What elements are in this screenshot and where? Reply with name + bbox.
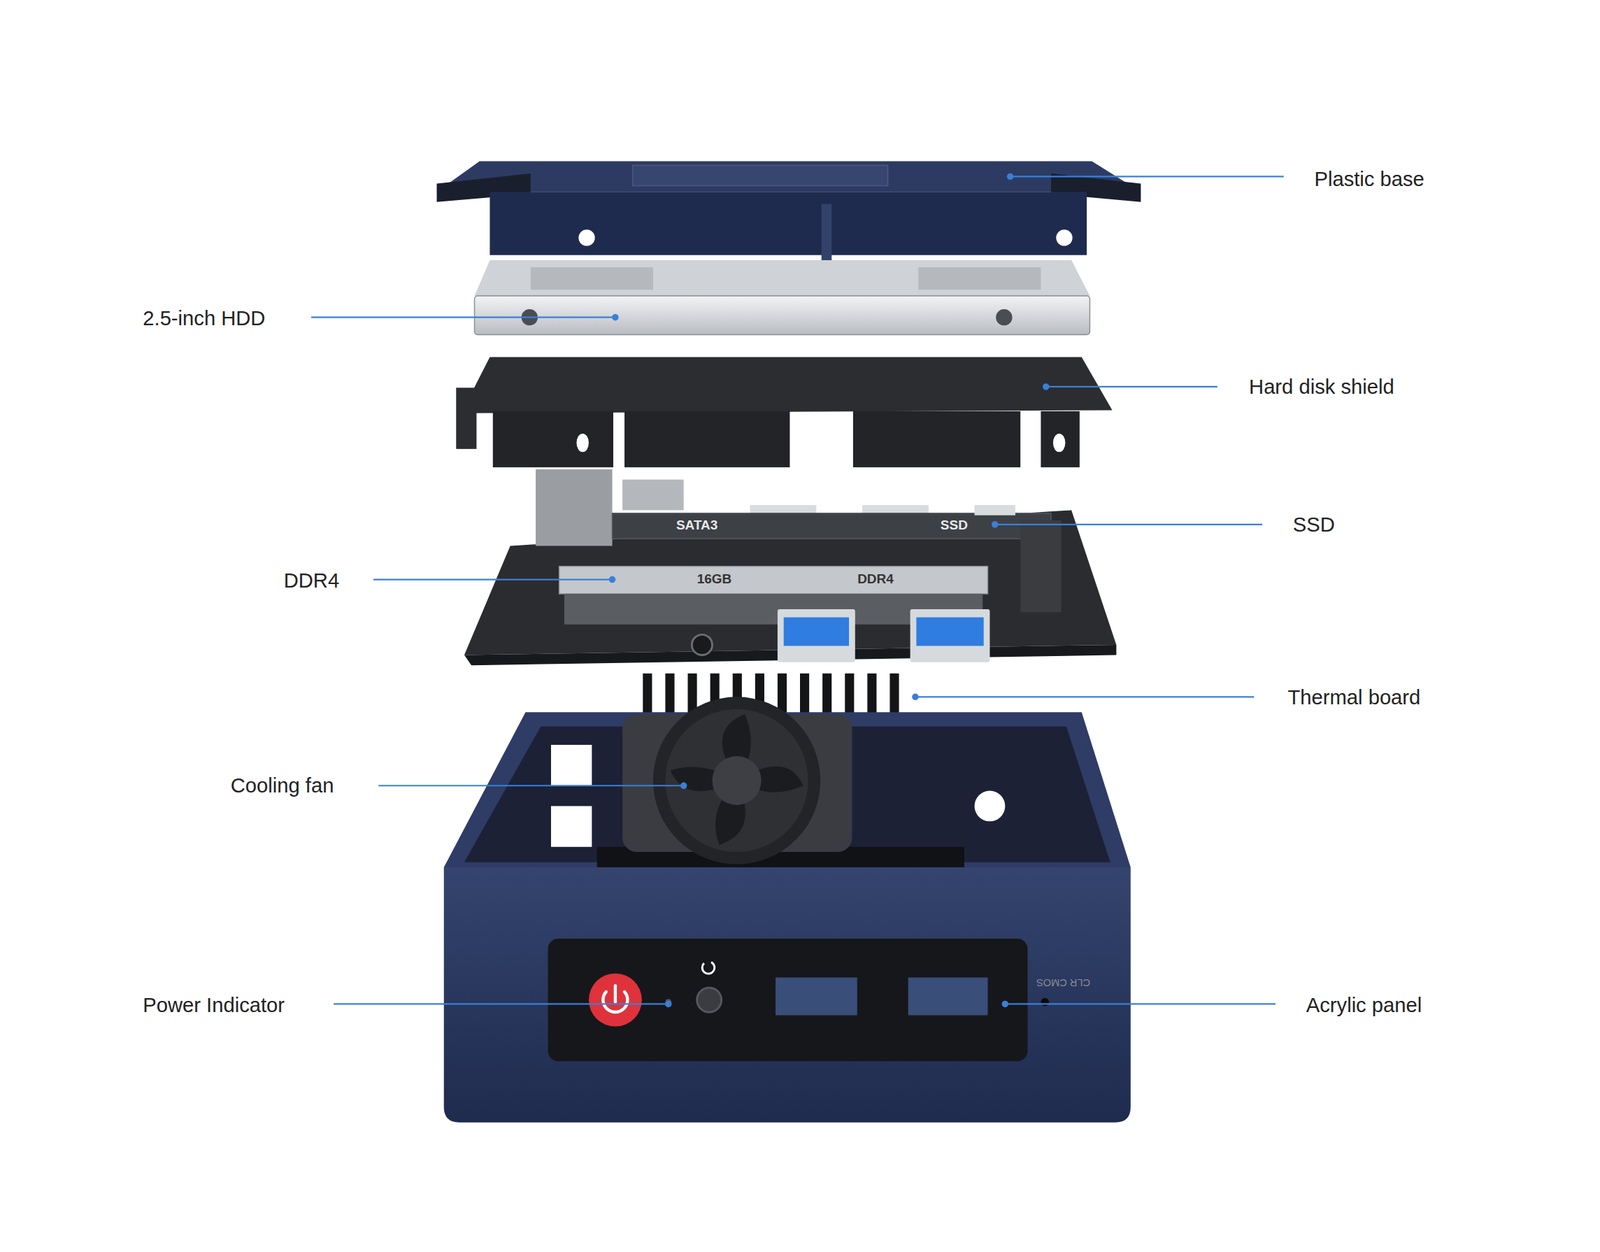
acrylic-panel bbox=[548, 938, 1049, 1061]
component-marking: 16GB bbox=[697, 572, 733, 587]
plastic-base bbox=[437, 160, 1142, 275]
part-label: DDR4 bbox=[283, 569, 340, 592]
part-label: SSD bbox=[1293, 513, 1335, 536]
part-label: Plastic base bbox=[1313, 167, 1424, 190]
part-label: Power Indicator bbox=[142, 993, 285, 1017]
hard-disk-shield bbox=[455, 357, 1112, 468]
part-label: Hard disk shield bbox=[1248, 375, 1395, 398]
part-label: Thermal board bbox=[1288, 685, 1421, 708]
leader-lines bbox=[311, 174, 1284, 1007]
part-label: 2.5-inch HDD bbox=[142, 306, 266, 330]
part-label: Cooling fan bbox=[230, 774, 335, 797]
component-marking: SATA3 bbox=[676, 518, 718, 533]
part-label: Acrylic panel bbox=[1306, 993, 1422, 1017]
motherboard bbox=[464, 469, 1117, 666]
hdd-drive bbox=[474, 260, 1091, 335]
component-marking: SSD bbox=[940, 518, 968, 533]
chassis bbox=[444, 711, 1131, 1122]
component-marking: DDR4 bbox=[857, 572, 894, 587]
cooling-fan bbox=[622, 696, 852, 864]
panel-marking: CLR CMOS bbox=[1036, 976, 1091, 989]
